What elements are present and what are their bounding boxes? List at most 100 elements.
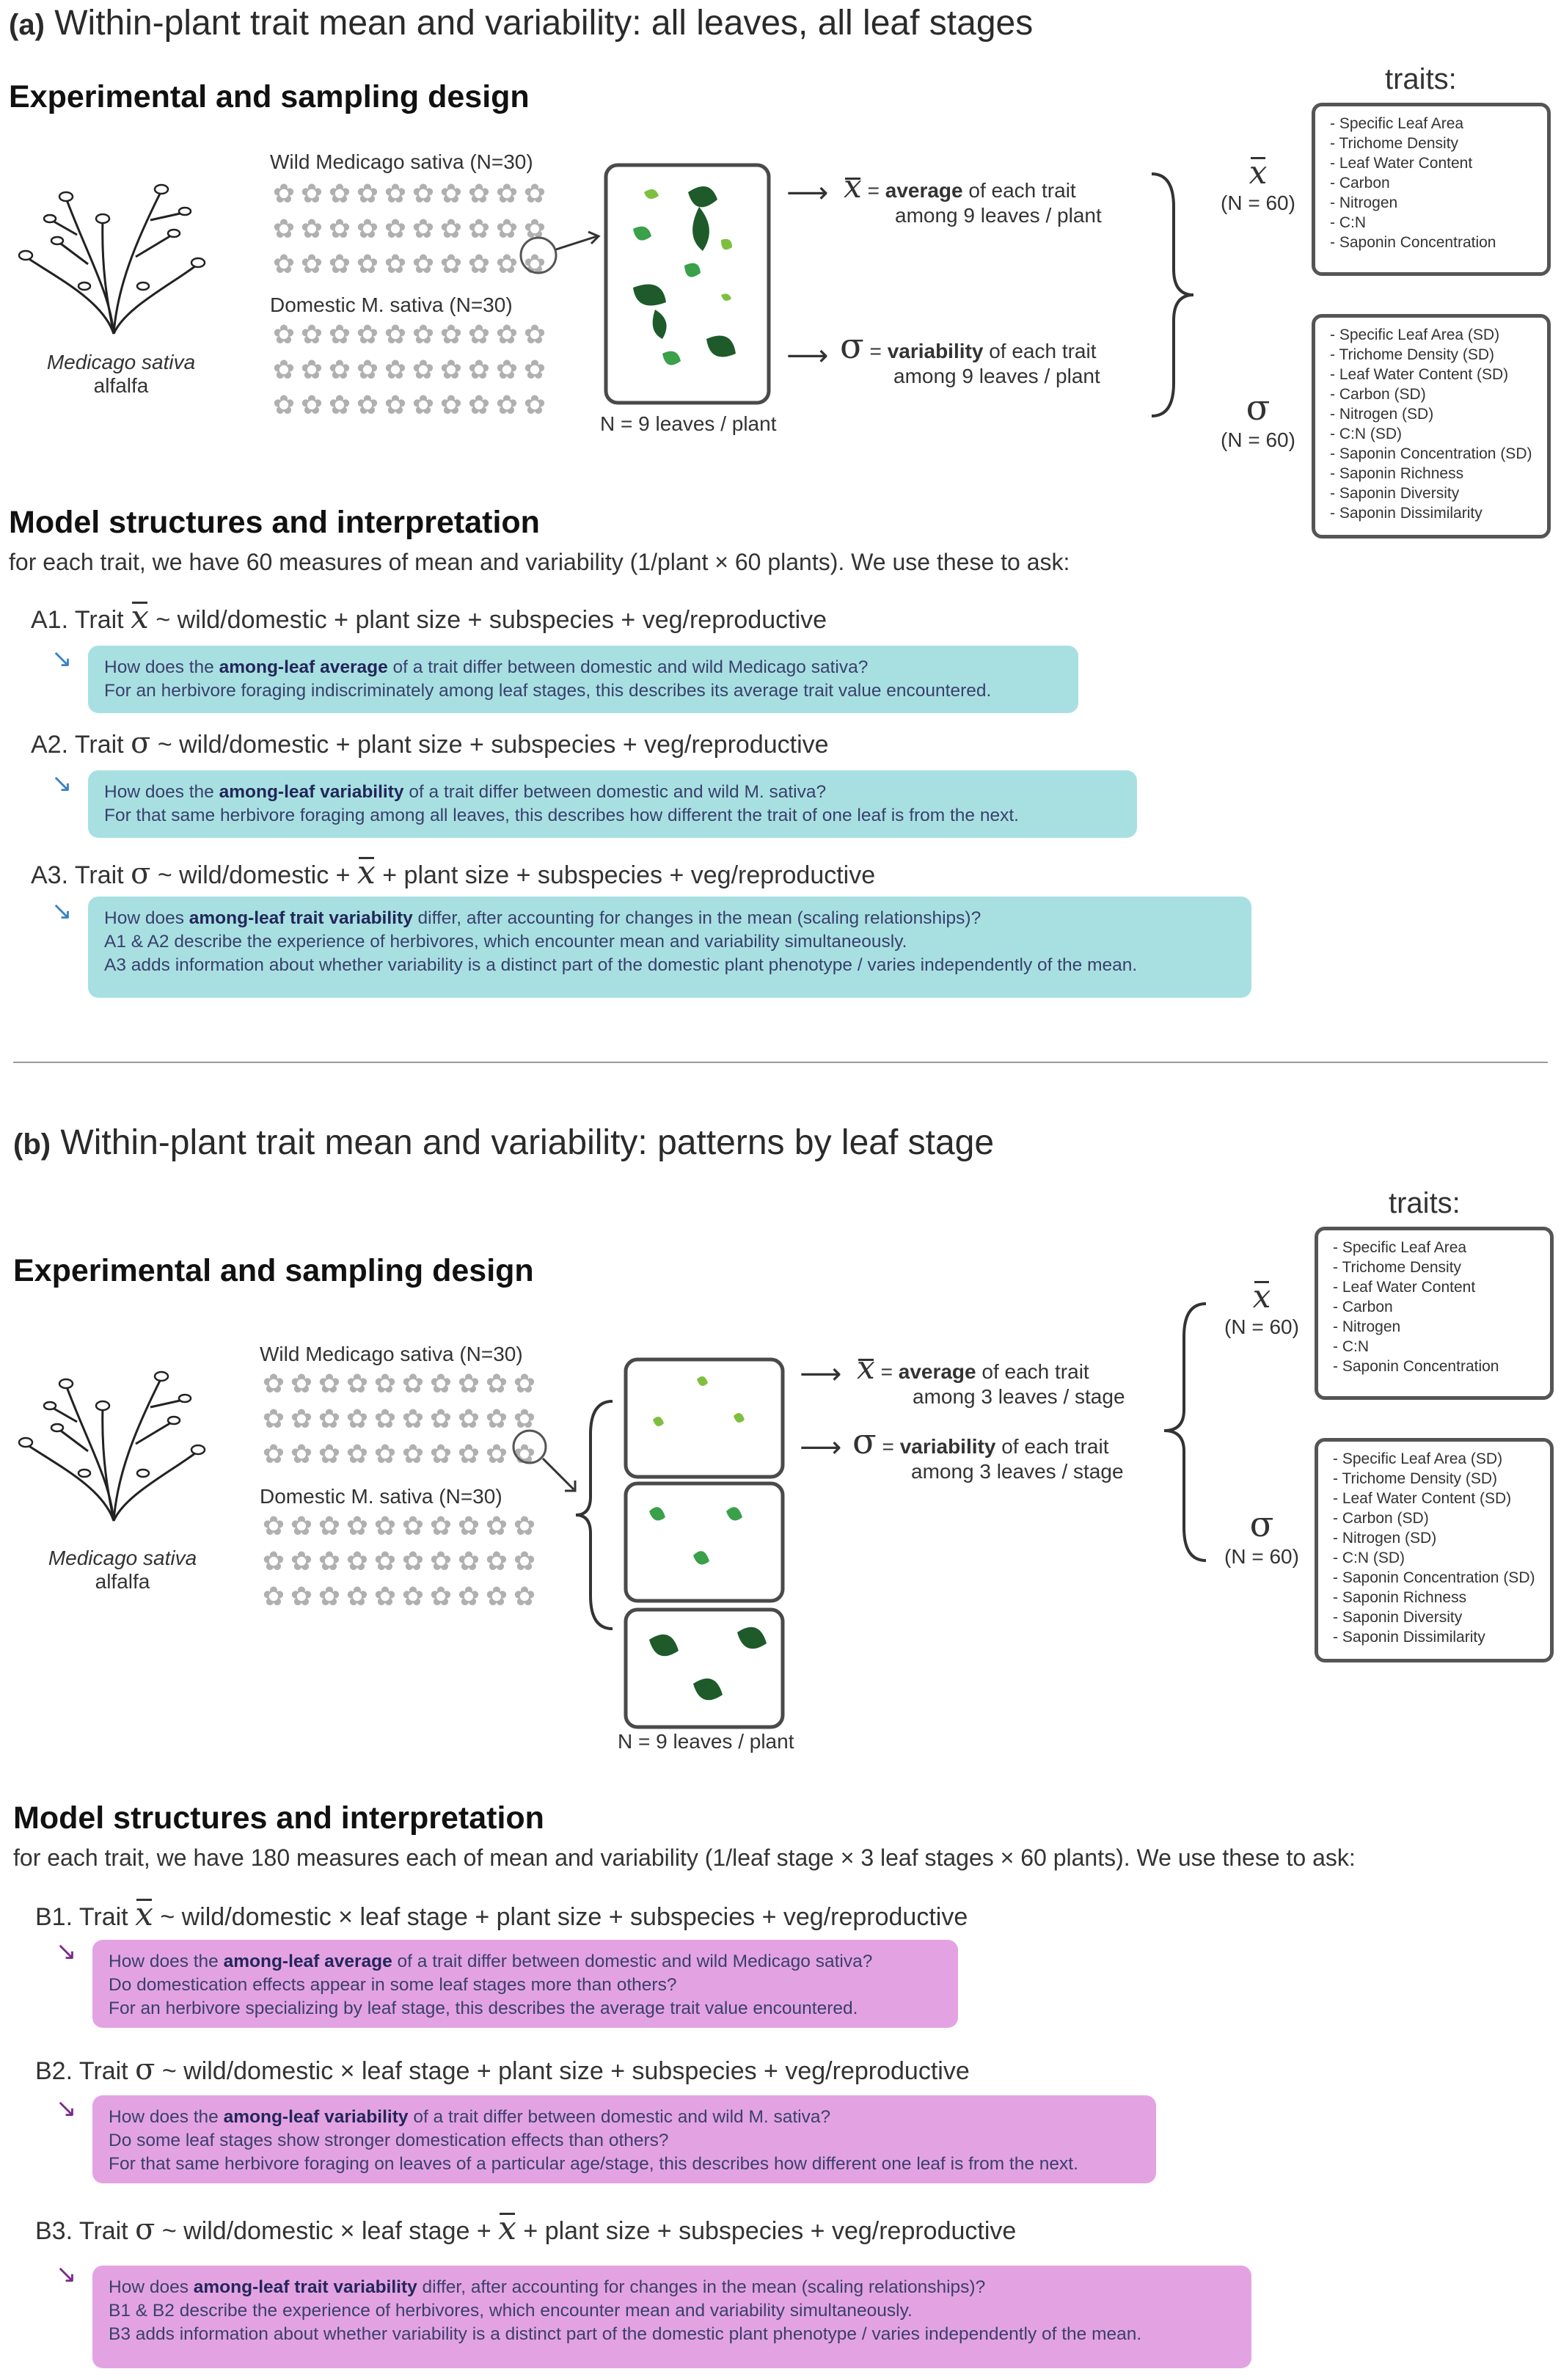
mean-group: x (N = 60) — [1224, 1278, 1299, 1338]
callout-b3: How does among-leaf trait variability di… — [92, 2266, 1251, 2368]
variability-traits-box: - Specific Leaf Area (SD) - Trichome Den… — [1315, 1438, 1554, 1662]
panel-a-title: (a) Within-plant trait mean and variabil… — [9, 4, 1034, 43]
trait-item: - Nitrogen — [1330, 194, 1398, 211]
arrow-icon: ↘ — [56, 1938, 77, 1965]
mean-definition: x = average of each trait among 9 leaves… — [844, 168, 1102, 227]
domestic-plants-label: Domestic M. sativa (N=30) — [270, 293, 513, 316]
trait-item: - Saponin Dissimilarity — [1330, 505, 1483, 522]
panel-a-model-heading: Model structures and interpretation — [9, 505, 540, 540]
trait-item: - C:N — [1333, 1338, 1369, 1355]
trait-item: - Carbon — [1330, 175, 1390, 191]
panel-a-design-heading: Experimental and sampling design — [9, 79, 530, 114]
mean-group: x (N = 60) — [1221, 154, 1295, 214]
trait-item: - Nitrogen (SD) — [1330, 406, 1434, 423]
trait-item: - C:N (SD) — [1330, 426, 1402, 442]
arrow-variability: ⟶ — [800, 1431, 842, 1464]
magnify-icon — [512, 1429, 577, 1492]
plant-caption: Medicago sativa alfalfa — [48, 1547, 197, 1593]
trait-item: - Carbon (SD) — [1333, 1510, 1429, 1527]
panel-b-design-heading: Experimental and sampling design — [13, 1253, 534, 1288]
traits-heading: traits: — [1389, 1187, 1461, 1219]
mean-definition: x = average of each trait among 3 leaves… — [857, 1349, 1125, 1409]
mean-traits-box: - Specific Leaf Area - Trichome Density … — [1312, 103, 1551, 276]
arrow-icon: ↘ — [51, 770, 73, 797]
leaves-count-label: N = 9 leaves / plant — [600, 412, 777, 435]
trait-item: - Specific Leaf Area — [1333, 1239, 1467, 1256]
trait-item: - Specific Leaf Area (SD) — [1330, 326, 1500, 343]
domestic-plants-grid: ✿✿✿✿✿✿✿✿✿✿ ✿✿✿✿✿✿✿✿✿✿ ✿✿✿✿✿✿✿✿✿✿ — [272, 319, 546, 420]
trait-item: - Nitrogen — [1333, 1318, 1401, 1335]
panel-b-model-heading: Model structures and interpretation — [13, 1800, 544, 1836]
trait-item: - Saponin Dissimilarity — [1333, 1629, 1485, 1646]
variability-group: σ (N = 60) — [1224, 1504, 1299, 1568]
domestic-plants-grid: ✿✿✿✿✿✿✿✿✿✿ ✿✿✿✿✿✿✿✿✿✿ ✿✿✿✿✿✿✿✿✿✿ — [262, 1511, 536, 1611]
leaf-stage-boxes — [624, 1357, 785, 1729]
traits-heading: traits: — [1385, 63, 1457, 95]
model-a3: A3. Trait σ ~ wild/domestic + x + plant … — [31, 854, 876, 891]
trait-item: - Leaf Water Content (SD) — [1333, 1490, 1512, 1507]
trait-item: - Trichome Density — [1333, 1259, 1462, 1276]
variability-traits-box: - Specific Leaf Area (SD) - Trichome Den… — [1312, 314, 1551, 539]
trait-item: - Saponin Concentration (SD) — [1330, 445, 1532, 462]
panel-a-model-intro: for each trait, we have 60 measures of m… — [9, 549, 1070, 575]
model-a1: A1. Trait x ~ wild/domestic + plant size… — [31, 599, 827, 636]
model-b2: B2. Trait σ ~ wild/domestic × leaf stage… — [35, 2053, 970, 2087]
callout-b2: How does the among-leaf variability of a… — [92, 2095, 1156, 2183]
trait-item: - Specific Leaf Area — [1330, 115, 1464, 132]
variability-definition: σ = variability of each trait among 9 le… — [840, 326, 1100, 387]
model-b3: B3. Trait σ ~ wild/domestic × leaf stage… — [35, 2210, 1017, 2247]
trait-item: - Specific Leaf Area (SD) — [1333, 1450, 1503, 1467]
trait-item: - Saponin Diversity — [1333, 1609, 1463, 1626]
model-b1: B1. Trait x ~ wild/domestic × leaf stage… — [35, 1896, 968, 1933]
callout-b1: How does the among-leaf average of a tra… — [92, 1940, 958, 2028]
arrow-mean: ⟶ — [786, 177, 829, 209]
variability-group: σ (N = 60) — [1221, 387, 1295, 451]
arrow-icon: ↘ — [51, 645, 73, 673]
panel-b-title: (b) Within-plant trait mean and variabil… — [13, 1123, 995, 1162]
trait-item: - Leaf Water Content (SD) — [1330, 366, 1509, 383]
callout-a2: How does the among-leaf variability of a… — [88, 770, 1137, 838]
trait-item: - Saponin Richness — [1333, 1589, 1467, 1606]
trait-item: - Trichome Density (SD) — [1330, 346, 1495, 363]
callout-a1: How does the among-leaf average of a tra… — [88, 646, 1078, 713]
wild-plants-grid: ✿✿✿✿✿✿✿✿✿✿ ✿✿✿✿✿✿✿✿✿✿ ✿✿✿✿✿✿✿✿✿✿ — [262, 1368, 536, 1469]
arrow-icon: ↘ — [56, 2260, 77, 2288]
trait-item: - C:N — [1330, 214, 1366, 231]
wild-plants-label: Wild Medicago sativa (N=30) — [260, 1343, 523, 1365]
leaves-box — [604, 163, 771, 405]
trait-item: - Trichome Density (SD) — [1333, 1470, 1498, 1487]
arrow-variability: ⟶ — [786, 340, 829, 372]
plant-caption: Medicago sativa alfalfa — [46, 351, 196, 397]
domestic-plants-label: Domestic M. sativa (N=30) — [260, 1485, 502, 1508]
alfalfa-plant-illustration — [18, 1370, 206, 1522]
alfalfa-plant-illustration — [18, 183, 206, 335]
wild-plants-grid: ✿✿✿✿✿✿✿✿✿✿ ✿✿✿✿✿✿✿✿✿✿ ✿✿✿✿✿✿✿✿✿✿ — [272, 178, 546, 279]
panel-divider — [13, 1062, 1548, 1063]
brace-a — [1151, 172, 1194, 417]
trait-item: - Leaf Water Content — [1330, 155, 1473, 172]
trait-item: - Saponin Concentration — [1330, 234, 1496, 251]
trait-item: - C:N (SD) — [1333, 1549, 1405, 1566]
wild-plants-label: Wild Medicago sativa (N=30) — [270, 150, 533, 173]
leaves-count-label: N = 9 leaves / plant — [618, 1730, 794, 1753]
mean-traits-box: - Specific Leaf Area - Trichome Density … — [1315, 1227, 1554, 1400]
brace-b-right — [1163, 1302, 1207, 1562]
brace-b-left — [575, 1400, 613, 1630]
magnify-icon — [519, 230, 601, 274]
trait-item: - Saponin Richness — [1330, 465, 1464, 482]
trait-item: - Saponin Concentration — [1333, 1358, 1499, 1375]
arrow-icon: ↘ — [51, 897, 73, 925]
trait-item: - Nitrogen (SD) — [1333, 1530, 1437, 1547]
panel-b-model-intro: for each trait, we have 180 measures eac… — [13, 1844, 1356, 1871]
callout-a3: How does among-leaf trait variability di… — [88, 897, 1251, 998]
trait-item: - Saponin Diversity — [1330, 485, 1460, 502]
trait-item: - Trichome Density — [1330, 135, 1459, 152]
trait-item: - Carbon — [1333, 1299, 1393, 1315]
arrow-icon: ↘ — [56, 2095, 77, 2122]
variability-definition: σ = variability of each trait among 3 le… — [852, 1421, 1124, 1483]
trait-item: - Saponin Concentration (SD) — [1333, 1569, 1535, 1586]
trait-item: - Carbon (SD) — [1330, 386, 1426, 403]
trait-item: - Leaf Water Content — [1333, 1279, 1476, 1296]
arrow-mean: ⟶ — [800, 1358, 842, 1390]
model-a2: A2. Trait σ ~ wild/domestic + plant size… — [31, 726, 829, 760]
